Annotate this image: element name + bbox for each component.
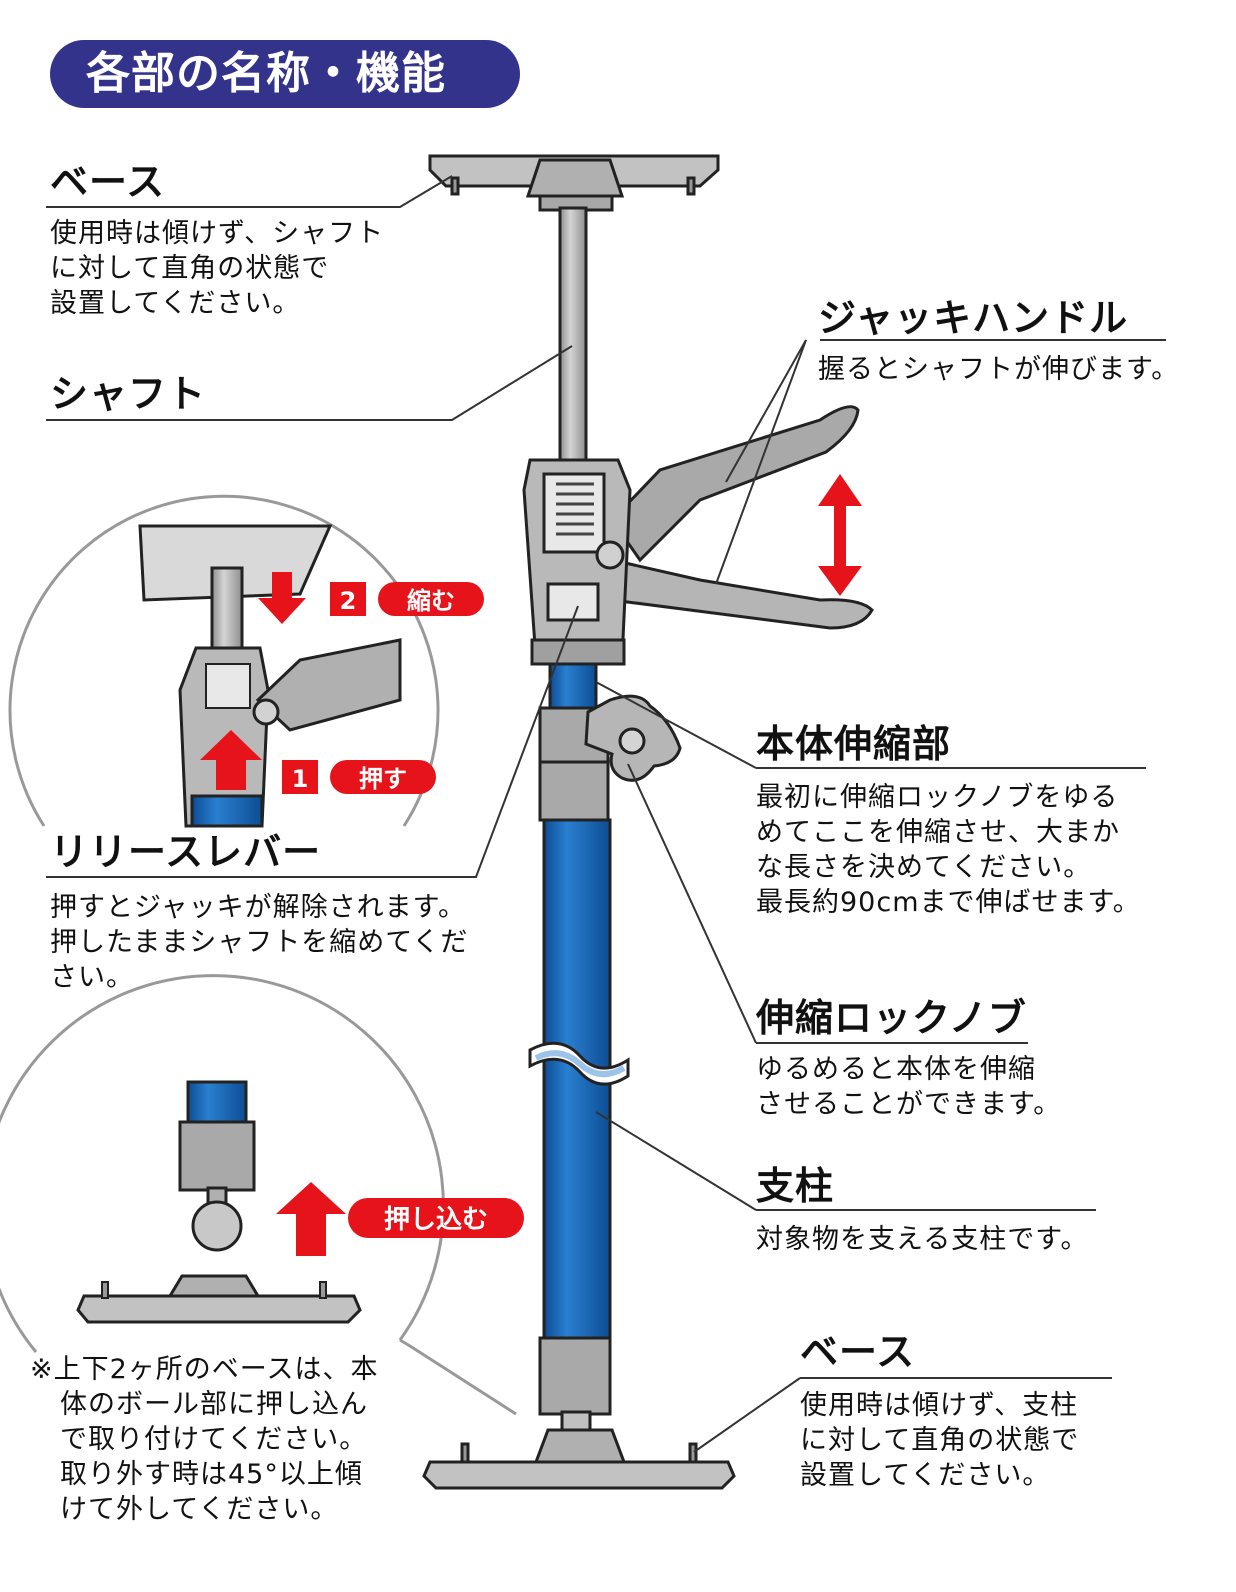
compress-arrow [258, 572, 306, 624]
desc-line: 握るとシャフトが伸びます。 [818, 354, 1180, 385]
label-base-top: ベース [50, 160, 166, 204]
desc-line: ゆるめると本体を伸縮 [756, 1054, 1036, 1085]
desc-line: に対して直角の状態で [800, 1425, 1080, 1456]
step2-text: 縮む [407, 587, 455, 615]
label-pillar: 支柱 [756, 1164, 835, 1208]
label-base-bottom: ベース [800, 1330, 916, 1374]
upper-blue-tube [548, 662, 598, 716]
insert-arrow [276, 1182, 346, 1256]
bottom-base-plate [422, 1428, 736, 1490]
note-line: けて外してください。 [60, 1494, 339, 1525]
base-attachment-note: ※上下2ヶ所のベースは、本 体のボール部に押し込ん で取り付けてください。 取り… [30, 1352, 378, 1527]
step1-text: 押す [359, 765, 407, 793]
desc-line: 設置してください。 [50, 288, 301, 319]
note-line: で取り付けてください。 [60, 1424, 368, 1455]
label-jack-handle: ジャッキハンドル [818, 296, 1129, 340]
top-base-plate [428, 154, 720, 212]
bottom-collar [538, 1336, 612, 1416]
desc-base-bottom: 使用時は傾けず、支柱 に対して直角の状態で 設置してください。 [800, 1388, 1079, 1493]
desc-line: 使用時は傾けず、支柱 [800, 1390, 1079, 1421]
extension-collar [538, 694, 682, 822]
base-attachment-inset [0, 974, 524, 1416]
insert-badge-text: 押し込む [384, 1205, 488, 1235]
desc-pillar: 対象物を支える支柱です。 [756, 1222, 1089, 1257]
push-arrow [200, 730, 262, 790]
label-release-lever: リリースレバー [50, 830, 322, 874]
desc-jack-handle: 握るとシャフトが伸びます。 [818, 352, 1179, 387]
step2-number: 2 [340, 587, 357, 615]
desc-line: 使用時は傾けず、シャフト [50, 218, 385, 249]
squeeze-direction-arrow [818, 474, 862, 596]
shaft-rod [558, 206, 588, 468]
desc-line: 押したままシャフトを縮めてくだ [50, 927, 469, 958]
release-lever-inset [8, 494, 484, 828]
desc-line: 設置してください。 [800, 1460, 1051, 1491]
desc-line: めてここを伸縮させ、大まか [756, 817, 1120, 848]
desc-line: 対象物を支える支柱です。 [756, 1224, 1089, 1255]
leader-lines [46, 175, 1166, 1453]
desc-line: 最長約90cmまで伸ばせます。 [756, 887, 1141, 918]
note-line: 取り外す時は45°以上傾 [60, 1459, 363, 1490]
label-shaft: シャフト [50, 372, 207, 416]
jack-handle-assembly [522, 405, 874, 666]
desc-base-top: 使用時は傾けず、シャフト に対して直角の状態で 設置してください。 [50, 216, 384, 321]
step1-number: 1 [292, 765, 309, 793]
desc-lock-knob: ゆるめると本体を伸縮 させることができます。 [756, 1052, 1061, 1122]
page-title: 各部の名称・機能 [50, 40, 520, 108]
note-line: ※上下2ヶ所のベースは、本 [30, 1354, 379, 1385]
desc-line: させることができます。 [756, 1089, 1062, 1120]
label-lock-knob: 伸縮ロックノブ [756, 996, 1027, 1040]
pillar-tube [528, 818, 630, 1342]
label-body-extension: 本体伸縮部 [756, 722, 952, 766]
desc-line: 押すとジャッキが解除されます。 [50, 892, 466, 923]
desc-line: な長さを決めてください。 [756, 852, 1092, 883]
desc-body-extension: 最初に伸縮ロックノブをゆる めてここを伸縮させ、大まか な長さを決めてください。… [756, 780, 1141, 920]
desc-line: さい。 [50, 962, 134, 993]
desc-release-lever: 押すとジャッキが解除されます。 押したままシャフトを縮めてくだ さい。 [50, 890, 468, 995]
note-line: 体のボール部に押し込ん [60, 1389, 368, 1420]
desc-line: 最初に伸縮ロックノブをゆる [756, 782, 1119, 813]
desc-line: に対して直角の状態で [50, 253, 330, 284]
